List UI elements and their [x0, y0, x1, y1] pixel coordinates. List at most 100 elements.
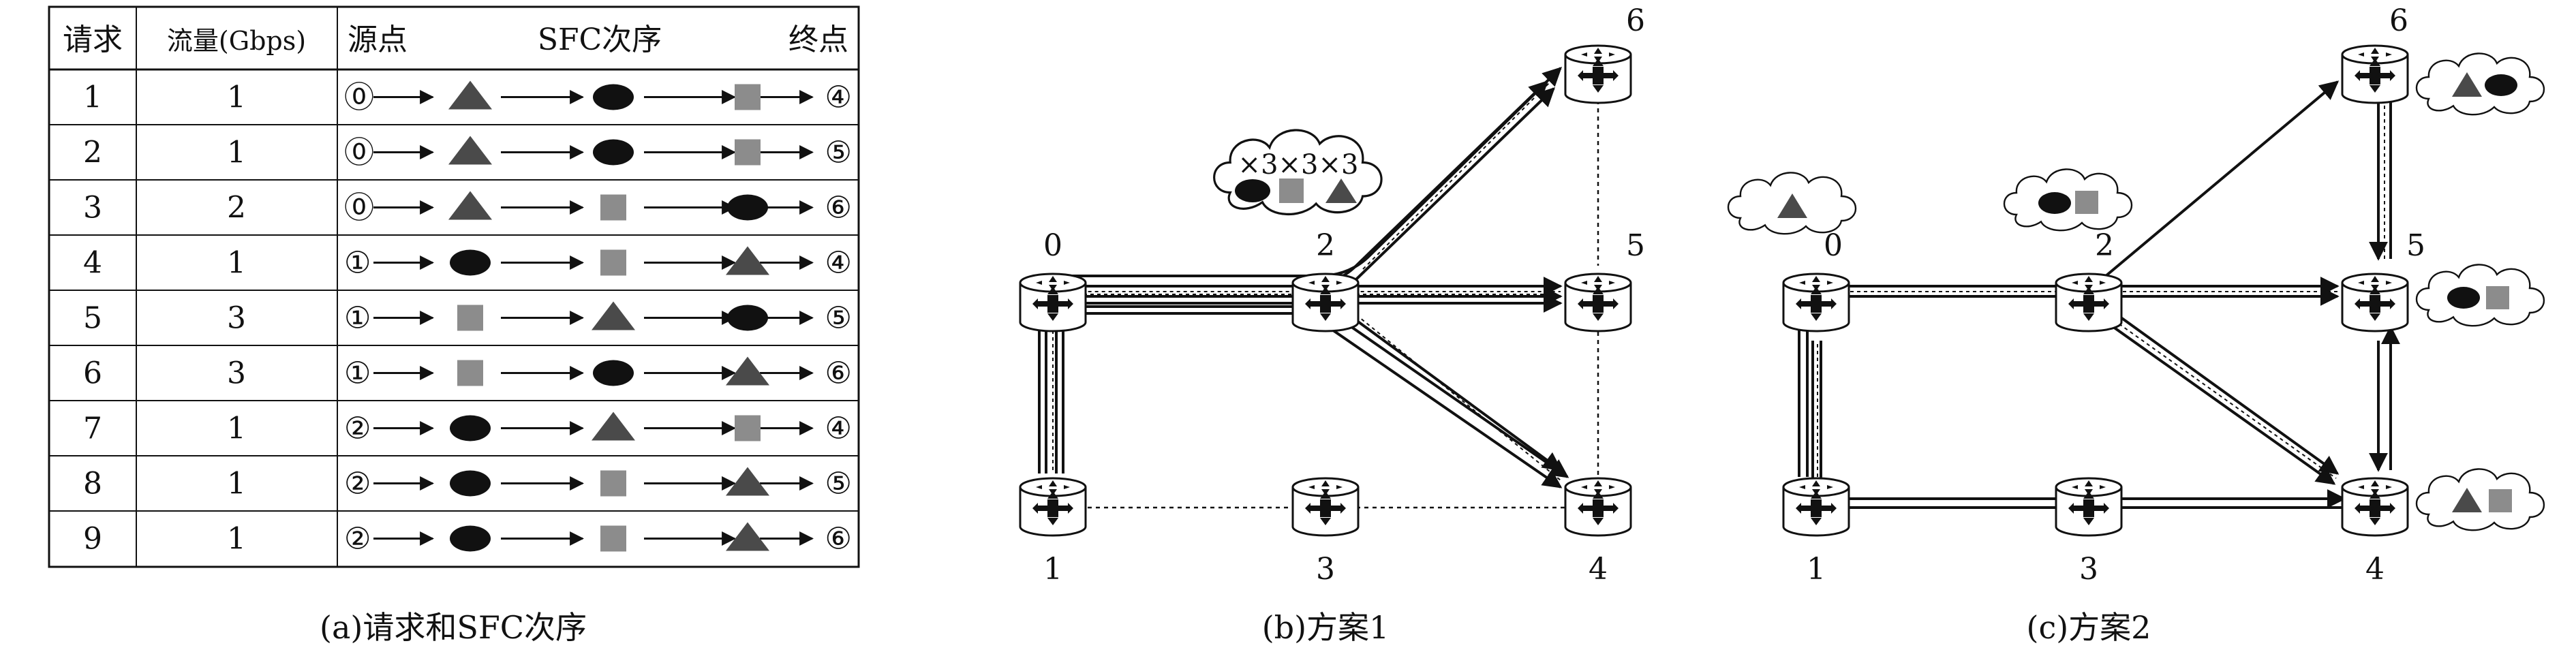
- plan2-router-6: [2341, 44, 2409, 104]
- ellipse-vnf-icon: [593, 84, 634, 110]
- plan1-router-0: [1019, 273, 1087, 332]
- row-flow: 3: [227, 301, 246, 336]
- caption-b: (b)方案1: [1262, 609, 1390, 646]
- row-id: 8: [83, 467, 102, 501]
- plan1-label-6: 6: [1626, 3, 1645, 38]
- triangle-vnf-icon: [1325, 178, 1357, 203]
- ellipse-vnf-icon: [727, 305, 768, 331]
- square-vnf-icon: [735, 415, 761, 441]
- plan1-label-3: 3: [1316, 552, 1335, 587]
- row-source: ①: [344, 301, 371, 336]
- plan2-router-5: [2341, 273, 2409, 332]
- row-flow: 1: [227, 136, 246, 170]
- square-vnf-icon: [600, 470, 626, 497]
- square-vnf-icon: [2486, 286, 2509, 309]
- triangle-vnf-icon: [2452, 488, 2482, 512]
- row-id: 5: [83, 301, 102, 336]
- row-destination: ⑥: [825, 191, 852, 226]
- row-destination: ④: [825, 246, 852, 281]
- table-row: 5 3 ① ⑤: [83, 301, 852, 336]
- caption-a: (a)请求和SFC次序: [320, 609, 587, 646]
- plan2-diagram: 0 1 2 3 4 5 6: [1727, 3, 2545, 587]
- triangle-vnf-icon: [726, 467, 769, 496]
- ellipse-vnf-icon: [2485, 74, 2517, 96]
- header-flow: 流量(Gbps): [167, 26, 306, 56]
- header-request: 请求: [63, 22, 123, 57]
- plan1-cloud-multiplier: ×3×3×3: [1238, 149, 1359, 181]
- row-destination: ⑤: [825, 467, 852, 501]
- plan1-label-5: 5: [1626, 228, 1645, 263]
- plan1-router-5: [1564, 273, 1632, 332]
- ellipse-vnf-icon: [2447, 287, 2480, 309]
- plan2-label-2: 2: [2095, 228, 2114, 263]
- row-destination: ⑤: [825, 136, 852, 170]
- plan2-label-3: 3: [2079, 552, 2098, 587]
- ellipse-vnf-icon: [593, 360, 634, 386]
- plan2-router-3: [2055, 477, 2123, 537]
- plan1-router-4: [1564, 477, 1632, 537]
- plan2-label-0: 0: [1824, 228, 1843, 263]
- plan2-cloud-node5: [2415, 264, 2545, 327]
- plan1-router-2: [1291, 273, 1360, 332]
- square-vnf-icon: [600, 249, 626, 276]
- row-destination: ④: [825, 80, 852, 115]
- plan2-label-1: 1: [1807, 552, 1826, 587]
- row-source: ⓪: [344, 191, 374, 226]
- row-destination: ⑤: [825, 301, 852, 336]
- square-vnf-icon: [600, 525, 626, 552]
- ellipse-vnf-icon: [450, 525, 491, 552]
- header-destination: 终点: [788, 22, 848, 57]
- row-id: 1: [83, 80, 102, 115]
- row-source: ②: [344, 412, 371, 446]
- plan2-cloud-node4: [2415, 468, 2545, 531]
- row-destination: ⑥: [825, 356, 852, 391]
- row-source: ②: [344, 467, 371, 501]
- plan1-label-2: 2: [1316, 228, 1335, 263]
- triangle-vnf-icon: [592, 301, 635, 330]
- square-vnf-icon: [735, 84, 761, 110]
- plan1-router-1: [1019, 477, 1087, 537]
- ellipse-vnf-icon: [450, 470, 491, 497]
- triangle-vnf-icon: [726, 522, 769, 551]
- row-flow: 1: [227, 246, 246, 281]
- triangle-vnf-icon: [726, 246, 769, 275]
- row-flow: 1: [227, 522, 246, 557]
- row-flow: 1: [227, 412, 246, 446]
- square-vnf-icon: [457, 305, 483, 331]
- caption-c: (c)方案2: [2027, 609, 2151, 646]
- plan2-router-4: [2341, 477, 2409, 537]
- row-id: 6: [83, 356, 102, 391]
- triangle-vnf-icon: [592, 412, 635, 441]
- row-id: 4: [83, 246, 102, 281]
- plan2-label-5: 5: [2406, 228, 2425, 263]
- ellipse-vnf-icon: [450, 249, 491, 276]
- triangle-vnf-icon: [448, 80, 492, 110]
- plan2-router-0: [1782, 273, 1850, 332]
- row-id: 7: [83, 412, 102, 446]
- plan1-router-3: [1291, 477, 1360, 537]
- triangle-vnf-icon: [448, 191, 492, 220]
- plan1-router-6: [1564, 44, 1632, 104]
- plan1-label-4: 4: [1589, 552, 1608, 587]
- plan2-label-4: 4: [2365, 552, 2385, 587]
- triangle-vnf-icon: [1777, 193, 1807, 218]
- square-vnf-icon: [600, 194, 626, 221]
- row-destination: ⑥: [825, 522, 852, 557]
- triangle-vnf-icon: [2452, 72, 2482, 97]
- row-id: 3: [83, 191, 102, 226]
- ellipse-vnf-icon: [2038, 192, 2071, 214]
- row-flow: 1: [227, 80, 246, 115]
- plan1-diagram: 0 1 2 3 4 5 6 ×3×3×3: [1019, 3, 1645, 587]
- row-source: ⓪: [344, 80, 374, 115]
- header-sfc-order: SFC次序: [538, 22, 662, 57]
- plan2-cloud-node6: [2415, 52, 2545, 116]
- triangle-vnf-icon: [448, 136, 492, 165]
